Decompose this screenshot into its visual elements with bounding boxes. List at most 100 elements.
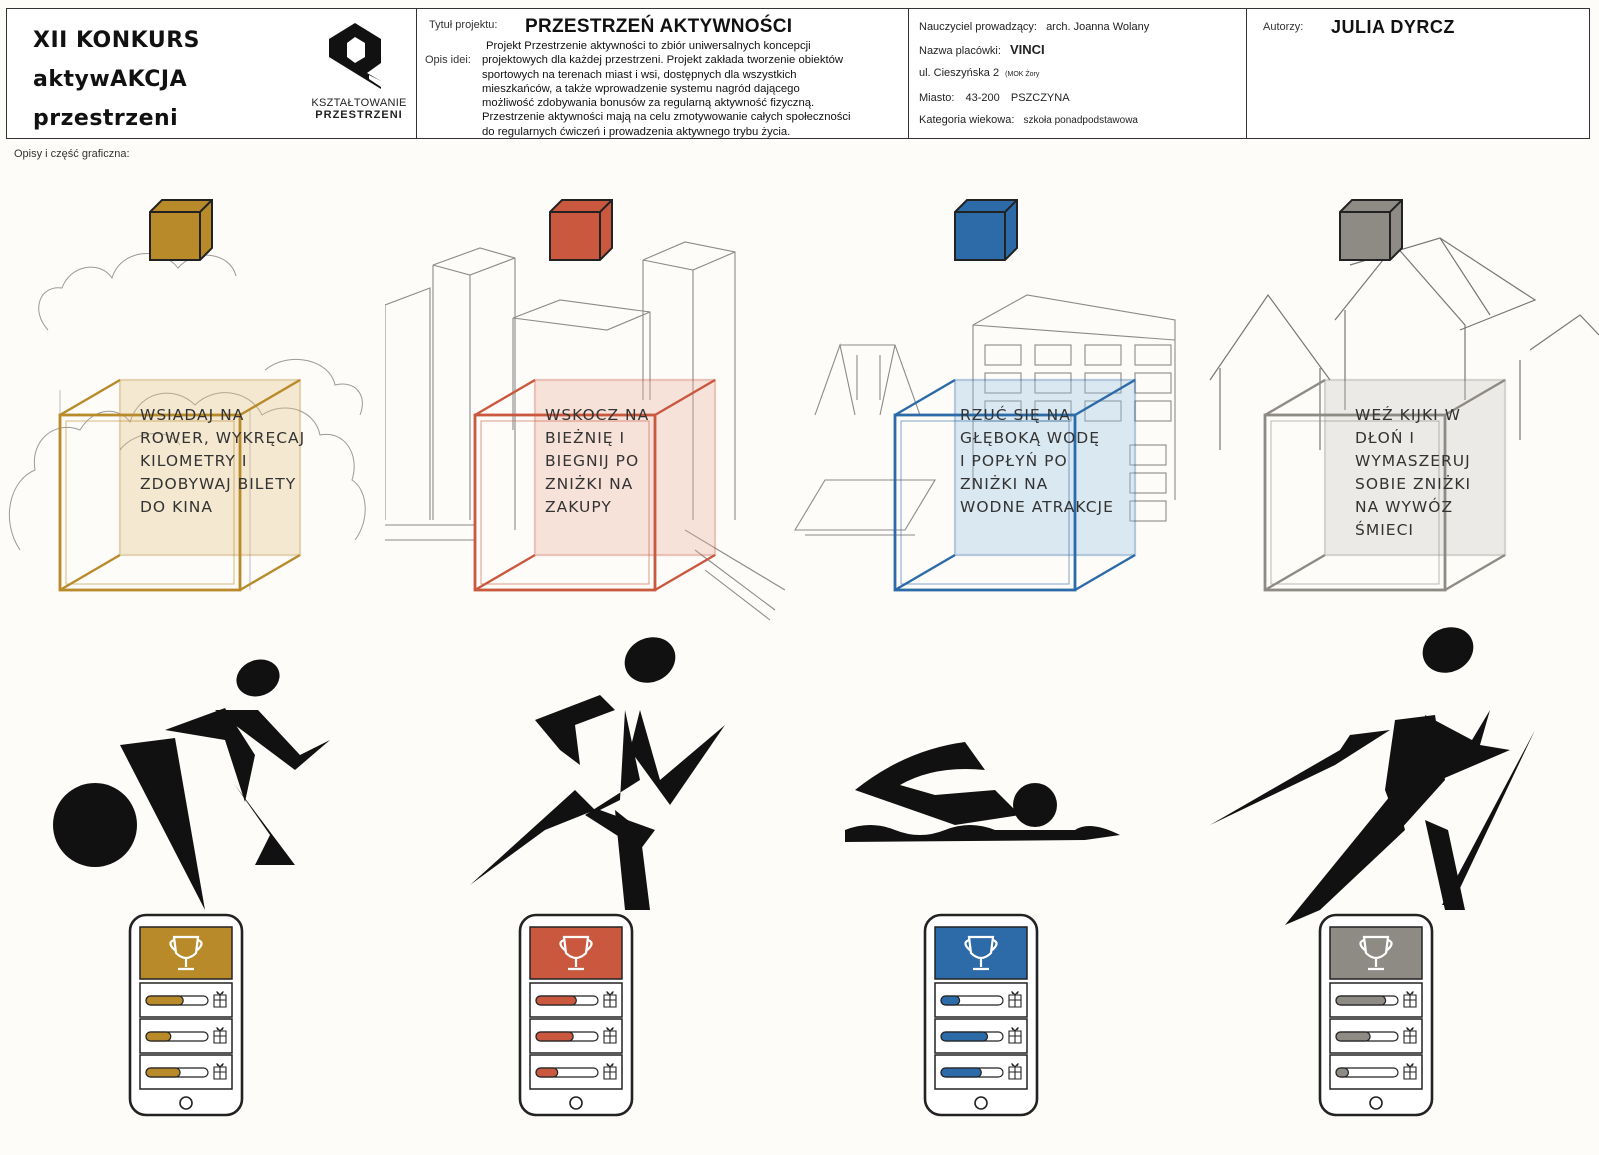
pole-shape	[1210, 730, 1390, 825]
progress-fill	[145, 1067, 181, 1078]
phone-header	[934, 926, 1028, 980]
trophy-icon	[559, 935, 593, 971]
home-button	[179, 1096, 193, 1110]
progress-fill	[940, 1031, 989, 1042]
teacher-name: arch. Joanna Wolany	[1046, 21, 1150, 33]
progress-fill	[940, 995, 961, 1006]
address: ul. Cieszyńska 2	[919, 67, 1000, 79]
phone-header	[139, 926, 233, 980]
address-note: (MOK Żory	[1005, 71, 1040, 78]
age-category: szkoła ponadpodstawowa	[1023, 115, 1138, 126]
color-cube-edge	[550, 199, 613, 260]
age-label: Kategoria wiekowa:	[919, 114, 1015, 126]
gift-icon	[213, 1063, 227, 1080]
contest-line-2: aktywAKCJA	[33, 67, 188, 92]
contest-cell: XII KONKURS aktywAKCJA przestrzeni KSZTA…	[7, 9, 417, 138]
house-outline	[1334, 244, 1466, 410]
head-icon	[1013, 783, 1057, 827]
leg-shape	[470, 790, 595, 885]
phone-header	[529, 926, 623, 980]
authors-name: JULIA DYRCZ	[1331, 17, 1455, 37]
cube-front-face	[473, 413, 657, 592]
progress-fill	[1335, 1031, 1371, 1042]
color-cube-icon	[549, 199, 613, 261]
cube-caption-line: WYMASZERUJ	[1355, 452, 1471, 470]
idea-line: sportowych na terenach miast i wsi, dost…	[482, 68, 797, 81]
progress-fill	[535, 1067, 559, 1078]
gift-icon	[1008, 1027, 1022, 1044]
project-title-label: Tytuł projektu:	[429, 19, 498, 31]
wheel-icon	[53, 783, 137, 867]
school-row: Nazwa placówki: VINCI	[919, 42, 1045, 57]
reward-row	[529, 1054, 623, 1090]
color-cube-edge	[1340, 199, 1403, 260]
home-button	[1369, 1096, 1383, 1110]
cube-caption-line: DO KINA	[140, 498, 213, 516]
reward-row	[1329, 1054, 1423, 1090]
contest-title: XII KONKURS aktywAKCJA przestrzeni	[33, 21, 200, 138]
cube-edges	[1264, 378, 1506, 592]
school-window	[1134, 400, 1172, 422]
cube-caption-line: I POPŁYŃ PO	[960, 451, 1068, 470]
gift-icon	[603, 1063, 617, 1080]
color-cube-icon	[149, 199, 213, 261]
cube-caption-line: GŁĘBOKĄ WODĘ	[960, 429, 1100, 447]
leg-shape	[615, 810, 650, 910]
school-window	[1034, 344, 1072, 366]
city-label: Miasto:	[919, 92, 955, 104]
progress-fill	[1335, 995, 1387, 1006]
reward-row	[529, 982, 623, 1018]
idea-description: Projekt Przestrzenie aktywności to zbiór…	[482, 39, 907, 139]
teacher-label: Nauczyciel prowadzący:	[919, 21, 1037, 33]
triangle-icon	[235, 785, 295, 865]
reward-row	[529, 1018, 623, 1054]
idea-line: projektowych dla każdej przestrzeni. Pro…	[482, 54, 844, 67]
idea-line: do regularnych ćwiczeń i prowadzenia akt…	[482, 125, 791, 138]
postal-code: 43-200	[965, 92, 1000, 104]
school-window	[1084, 400, 1122, 422]
building-outline	[512, 299, 651, 430]
cube-caption-line: WODNE ATRAKCJE	[960, 498, 1114, 516]
torso-shape	[165, 708, 255, 802]
school-window	[1129, 500, 1167, 522]
cube-inner-line	[900, 420, 1070, 585]
tree-outline	[8, 358, 366, 551]
reward-row	[1329, 1018, 1423, 1054]
trophy-icon	[964, 935, 998, 971]
cube-inner-line	[1270, 420, 1440, 585]
school-building	[972, 294, 1176, 500]
cube-caption-line: BIEGNIJ PO	[545, 452, 639, 470]
head-icon	[624, 637, 676, 683]
gift-icon	[603, 991, 617, 1008]
cube-caption-line: WSKOCZ NA	[545, 406, 649, 424]
contest-line-3: przestrzeni	[33, 106, 179, 131]
logo-line-2: PRZESTRZENI	[315, 109, 403, 121]
cube-caption-line: ZAKUPY	[545, 498, 612, 516]
idea-line: Przestrzenie aktywności mają na celu zmo…	[482, 111, 851, 124]
arm-shape	[535, 695, 615, 765]
project-cell: Tytuł projektu: PRZESTRZEŃ AKTYWNOŚCI Op…	[417, 9, 909, 138]
reward-row	[139, 982, 233, 1018]
header-table: XII KONKURS aktywAKCJA przestrzeni KSZTA…	[6, 8, 1590, 139]
cube-front-face	[893, 413, 1077, 592]
cube-caption-line: WSIADAJ NA	[140, 406, 244, 424]
school-window	[1084, 344, 1122, 366]
gift-icon	[1403, 991, 1417, 1008]
progress-fill	[1335, 1067, 1349, 1078]
authors-label: Autorzy:	[1263, 21, 1304, 33]
cube-edges	[474, 378, 716, 592]
address-row: ul. Cieszyńska 2 (MOK Żory	[919, 67, 1039, 79]
phone-header	[1329, 926, 1423, 980]
arm-shape	[630, 710, 725, 805]
idea-label: Opis idei:	[425, 54, 471, 66]
cube-edges	[59, 378, 301, 592]
building-outline	[385, 287, 431, 520]
leg-shape	[1285, 790, 1405, 925]
